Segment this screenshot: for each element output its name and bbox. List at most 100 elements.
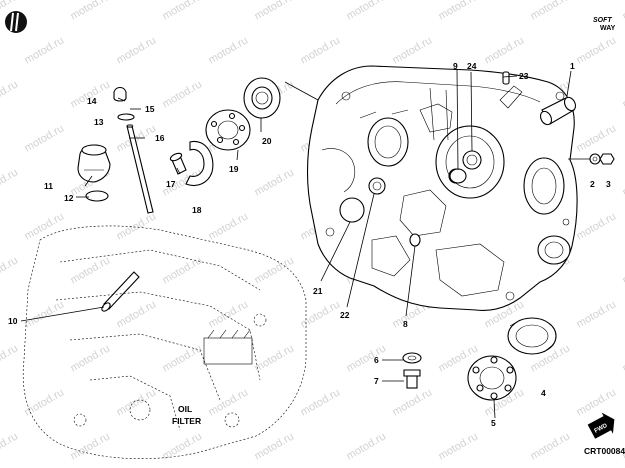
watermark-text: motod.ru: [114, 210, 158, 242]
watermark-text: motod.ru: [0, 78, 20, 110]
o-ring: [409, 233, 421, 247]
crankcase-half: [306, 65, 578, 312]
watermark-text: motod.ru: [620, 254, 625, 286]
watermark-text: motod.ru: [0, 166, 20, 198]
watermark-text: motod.ru: [114, 34, 158, 66]
watermark-text: motod.ru: [390, 386, 434, 418]
filter-text: FILTER: [172, 416, 201, 426]
pin: [502, 71, 510, 85]
bearing-left: [339, 197, 365, 223]
watermark-text: motod.ru: [22, 386, 66, 418]
diagram-code: CRT00084: [584, 446, 625, 456]
callout-14: 14: [87, 96, 97, 106]
watermark-text: motod.ru: [0, 254, 20, 286]
watermark-text: motod.ru: [344, 0, 388, 23]
watermark-text: motod.ru: [160, 342, 204, 374]
watermark-text: motod.ru: [160, 254, 204, 286]
callout-12: 12: [64, 193, 74, 203]
watermark-text: motod.ru: [298, 34, 342, 66]
screw: [169, 152, 187, 175]
watermark-text: motod.ru: [620, 0, 625, 23]
watermark-text: motod.ru: [0, 342, 20, 374]
callout-6: 6: [374, 355, 379, 365]
callout-9: 9: [453, 61, 458, 71]
watermark-text: motod.ru: [390, 34, 434, 66]
oil-jet: [101, 271, 140, 312]
watermark-text: motod.ru: [620, 166, 625, 198]
brand-top-text: SOFT: [593, 17, 612, 24]
logo-icon: [5, 11, 27, 33]
main-bearing: [467, 355, 517, 401]
watermark-text: motod.ru: [436, 430, 480, 462]
callout-18: 18: [192, 205, 202, 215]
watermark-text: motod.ru: [206, 298, 250, 330]
watermark-text: motod.ru: [436, 0, 480, 23]
watermark-text: motod.ru: [344, 342, 388, 374]
watermark-text: motod.ru: [528, 0, 572, 23]
watermark-text: motod.ru: [68, 0, 112, 23]
watermark-text: motod.ru: [206, 34, 250, 66]
callout-17: 17: [166, 179, 176, 189]
watermark-text: motod.ru: [574, 298, 618, 330]
dipstick-cap: [113, 86, 127, 102]
watermark-text: motod.ru: [482, 34, 526, 66]
watermark-text: motod.ru: [620, 342, 625, 374]
watermark-text: motod.ru: [252, 342, 296, 374]
callout-19: 19: [229, 164, 239, 174]
callout-13: 13: [94, 117, 104, 127]
o-ring-cap: [85, 190, 109, 202]
callout-3: 3: [606, 179, 611, 189]
watermark-text: motod.ru: [22, 210, 66, 242]
watermark-text: motod.ru: [252, 430, 296, 462]
callout-11: 11: [44, 181, 53, 191]
oil-pipe: [126, 124, 154, 214]
watermark-text: motod.ru: [0, 430, 20, 462]
oil-text: OIL: [178, 404, 192, 414]
callout-1: 1: [570, 61, 575, 71]
watermark-text: motod.ru: [344, 430, 388, 462]
callout-4: 4: [541, 388, 546, 398]
dowel-sleeve: [539, 96, 577, 126]
watermark-text: motod.ru: [22, 34, 66, 66]
watermark-text: motod.ru: [574, 122, 618, 154]
watermark-text: motod.ru: [114, 298, 158, 330]
watermark-text: motod.ru: [298, 298, 342, 330]
watermark-text: motod.ru: [68, 430, 112, 462]
callout-5: 5: [491, 418, 496, 428]
oil-seal: [507, 317, 557, 355]
watermark-text: motod.ru: [68, 254, 112, 286]
callout-23: 23: [519, 71, 529, 81]
needle-bearing: [205, 109, 251, 151]
callout-24: 24: [467, 61, 477, 71]
watermark-text: motod.ru: [252, 0, 296, 23]
drain-bolt: [589, 153, 615, 165]
dipstick-o-ring: [117, 113, 135, 121]
watermark-text: motod.ru: [620, 78, 625, 110]
watermark-text: motod.ru: [574, 34, 618, 66]
callout-2: 2: [590, 179, 595, 189]
seal-ring: [243, 77, 281, 119]
callout-16: 16: [155, 133, 165, 143]
watermark-text: motod.ru: [160, 78, 204, 110]
drain-plug: [403, 369, 421, 389]
callout-20: 20: [262, 136, 272, 146]
circlip: [449, 168, 467, 184]
callout-22: 22: [340, 310, 350, 320]
watermark-text: motod.ru: [528, 430, 572, 462]
forward-arrow-icon: FWD: [587, 412, 615, 439]
retaining-plate: [185, 140, 214, 187]
callout-15: 15: [145, 104, 155, 114]
leader-lines: [20, 69, 590, 419]
filter-cap: [77, 144, 111, 183]
watermark-text: motod.ru: [206, 210, 250, 242]
callout-21: 21: [313, 286, 323, 296]
brand-mark: SOFT WAY: [593, 17, 616, 32]
brand-bottom-text: WAY: [600, 25, 616, 32]
watermark-text: motod.ru: [298, 386, 342, 418]
watermark-text: motod.ru: [22, 122, 66, 154]
engine-block-outline: OIL FILTER: [22, 225, 307, 459]
watermark-text: motod.ru: [252, 166, 296, 198]
watermark-text: motod.ru: [574, 386, 618, 418]
washer: [402, 352, 422, 364]
